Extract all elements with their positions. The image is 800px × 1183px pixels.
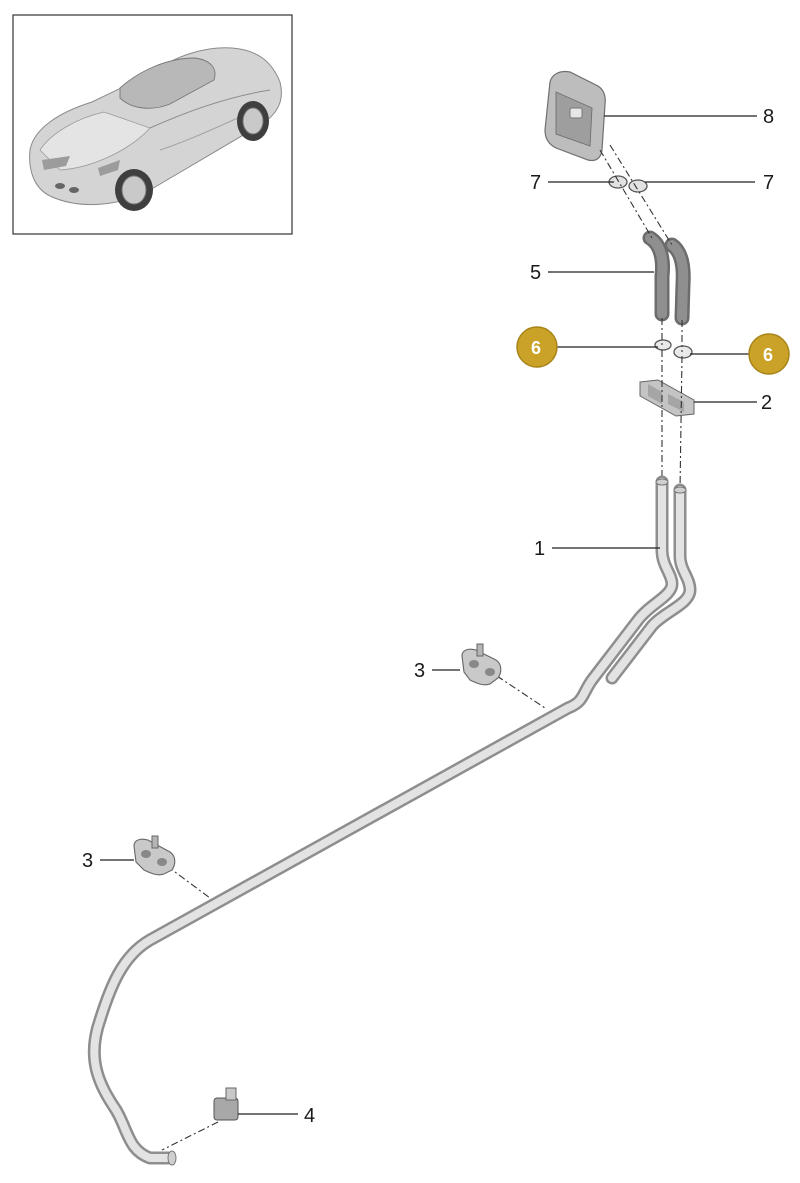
part-2-bracket [639,379,695,417]
callout-6-right-badge[interactable]: 6 [748,333,790,375]
callout-5: 5 [530,262,541,284]
callout-7-left: 7 [530,172,541,194]
assembly-lines [161,144,683,1151]
callout-6-right: 6 [763,345,773,365]
callout-4: 4 [304,1105,315,1127]
vehicle-thumbnail [12,14,293,235]
callout-6-left: 6 [531,338,541,358]
part-1-coolant-pipe [87,475,697,1166]
part-8-heater-unit [544,70,606,162]
callout-8: 8 [763,106,774,128]
sports-car-icon [29,47,282,211]
part-3-clip-upper [461,643,502,686]
callout-6-left-badge[interactable]: 6 [516,326,558,368]
part-7-clamps [608,175,648,193]
callout-2: 2 [761,392,772,414]
callout-7-right: 7 [763,172,774,194]
callout-1: 1 [534,538,545,560]
part-4-clip [213,1087,239,1121]
leader-lines [100,115,757,1115]
part-6-clamps [654,339,693,359]
callout-labels: 8 7 7 5 6 6 2 1 3 3 4 [82,106,790,1127]
callout-3-upper: 3 [414,660,425,682]
part-5-hoses [642,230,691,326]
part-3-clip-lower [133,835,176,876]
callout-3-lower: 3 [82,850,93,872]
